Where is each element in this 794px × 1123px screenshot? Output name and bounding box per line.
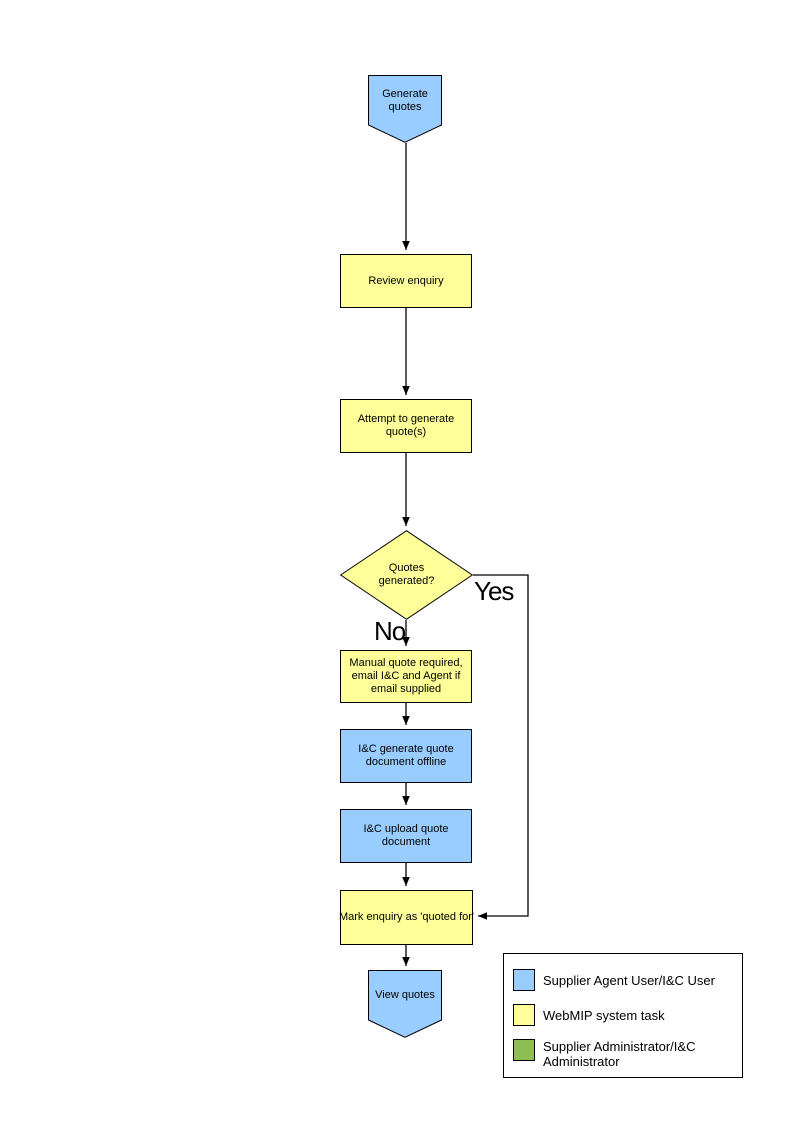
legend-swatch-system-task xyxy=(513,1004,535,1026)
node-label: View quotes xyxy=(375,989,435,1001)
legend-label: WebMIP system task xyxy=(543,1007,665,1023)
flow-node-manual-quote: Manual quote required, email I&C and Age… xyxy=(340,650,472,703)
legend-item-admin-task: Supplier Administrator/I&C Administrator xyxy=(513,1039,736,1069)
node-label: I&C generate quote document offline xyxy=(358,743,454,768)
node-label: I&C upload quote document xyxy=(363,823,449,848)
edge-label-yes: Yes xyxy=(474,576,514,606)
edge-yes-decision-to-mark xyxy=(473,574,529,920)
pentagon-down-shape xyxy=(368,970,442,1038)
legend-swatch-user-task xyxy=(513,969,535,991)
legend-label: Supplier Administrator/I&C Administrator xyxy=(543,1039,696,1069)
pentagon-down-shape xyxy=(368,75,442,143)
flow-node-quotes-generated-decision: Quotes generated? xyxy=(340,530,473,620)
legend: Supplier Agent User/I&C User WebMIP syst… xyxy=(503,953,743,1078)
node-label: Review enquiry xyxy=(368,274,444,287)
node-label: Quotes generated? xyxy=(378,562,435,587)
node-label: Manual quote required, email I&C and Age… xyxy=(349,657,463,695)
flow-node-view-quotes: View quotes xyxy=(368,970,442,1038)
flow-node-ic-generate-offline: I&C generate quote document offline xyxy=(340,729,472,783)
diamond-shape xyxy=(340,530,473,620)
legend-item-system-task: WebMIP system task xyxy=(513,1004,736,1026)
edge-label-no: No xyxy=(374,616,406,646)
node-label: Generate quotes xyxy=(382,87,428,113)
legend-label: Supplier Agent User/I&C User xyxy=(543,972,715,988)
node-label: Mark enquiry as 'quoted for' xyxy=(338,911,475,923)
flow-node-attempt-generate: Attempt to generate quote(s) xyxy=(340,399,472,453)
legend-item-user-task: Supplier Agent User/I&C User xyxy=(513,969,736,991)
flow-node-review-enquiry: Review enquiry xyxy=(340,254,472,308)
node-label: Attempt to generate quote(s) xyxy=(357,413,455,438)
flow-node-generate-quotes: Generate quotes xyxy=(368,75,442,143)
flow-node-mark-enquiry: Mark enquiry as 'quoted for' xyxy=(338,890,475,945)
legend-swatch-admin-task xyxy=(513,1039,535,1061)
flow-node-ic-upload: I&C upload quote document xyxy=(340,809,472,863)
